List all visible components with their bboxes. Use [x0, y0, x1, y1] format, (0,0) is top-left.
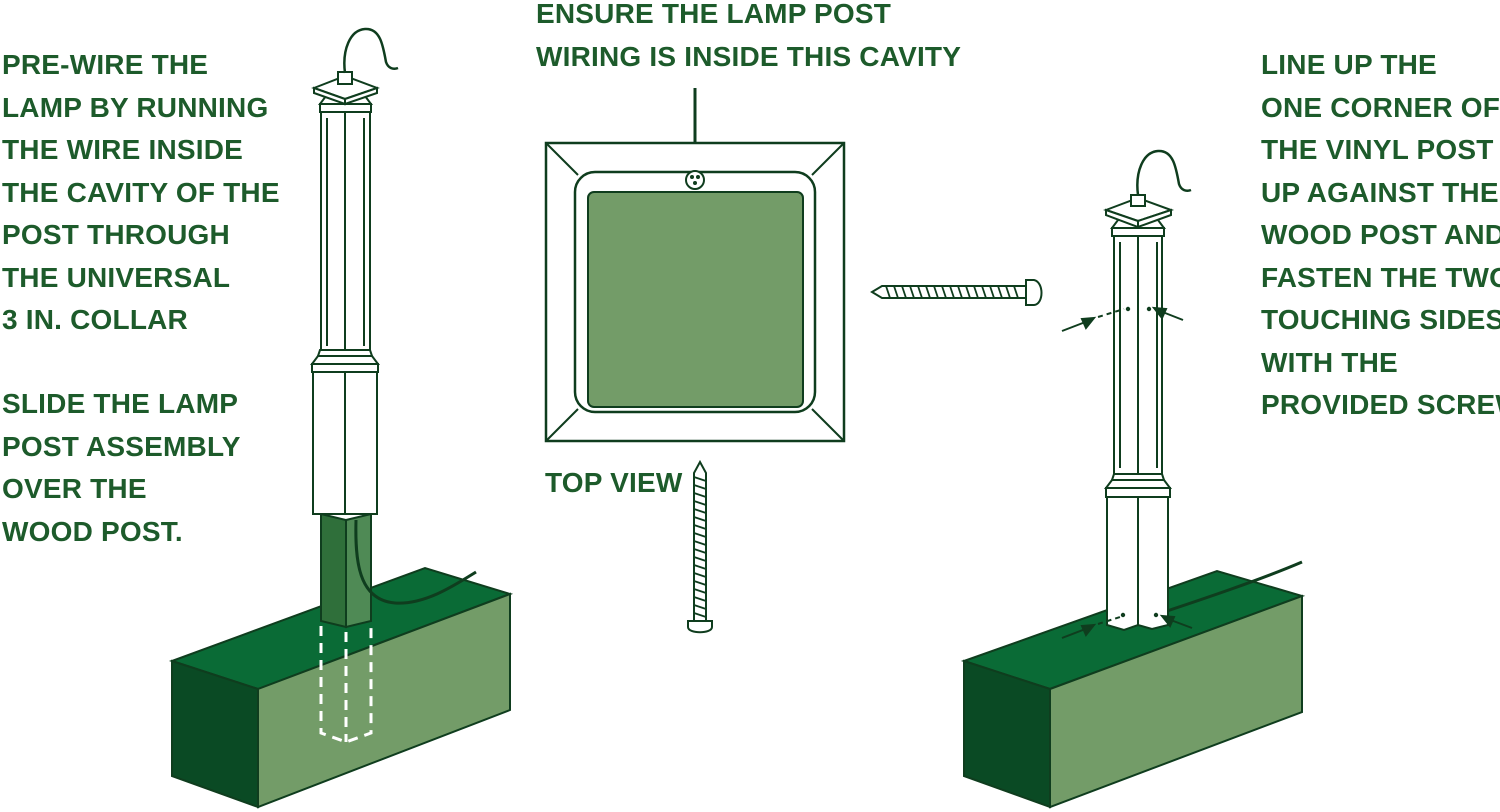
wire-in-cavity [685, 170, 705, 190]
prewire-line: 3 IN. COLLAR [2, 304, 188, 335]
prewire-line: POST THROUGH [2, 219, 230, 250]
screw-vertical [687, 459, 713, 634]
line-up-line: THE VINYL POST [1261, 134, 1494, 165]
slide-line: SLIDE THE LAMP [2, 388, 239, 419]
prewire-line: PRE-WIRE THE [2, 49, 209, 80]
right-block-front-face [1049, 594, 1303, 809]
line-up-line: TOUCHING SIDES [1261, 304, 1500, 335]
right-vinyl-post [1103, 194, 1175, 632]
screw-horizontal [870, 279, 1043, 306]
slide-line: POST ASSEMBLY [2, 430, 241, 462]
line-up-line: WOOD POST AND [1261, 219, 1500, 250]
top-view-text: TOP VIEW [545, 467, 683, 498]
left-buried-post-outline [319, 626, 373, 744]
top-view-label: TOP VIEW [545, 462, 683, 505]
left-vinyl-post [310, 71, 380, 515]
prewire-line: THE WIRE INSIDE [2, 134, 244, 165]
prewire-line: THE UNIVERSAL [2, 261, 231, 293]
right-base-block [960, 569, 1306, 809]
left-lamp-wire [343, 27, 399, 74]
slide-instruction: SLIDE THE LAMP POST ASSEMBLY OVER THE WO… [2, 383, 241, 553]
line-up-line: ONE CORNER OF [1261, 91, 1500, 123]
right-lamp-wire [1136, 149, 1192, 196]
screw-direction-arrows [1061, 306, 1193, 639]
right-power-wire [1163, 560, 1303, 614]
line-up-line: PROVIDED SCREWS. [1261, 389, 1500, 420]
slide-line: OVER THE [2, 473, 147, 504]
cavity-line: ENSURE THE LAMP POST [536, 0, 892, 29]
top-view-diagram [544, 88, 846, 443]
line-up-line: UP AGAINST THE [1261, 176, 1499, 208]
left-power-wire [354, 519, 477, 605]
line-up-instruction: LINE UP THE ONE CORNER OF THE VINYL POST… [1261, 44, 1500, 427]
left-assembly [168, 27, 514, 809]
left-wood-post [320, 512, 372, 629]
left-block-front-face [257, 592, 511, 809]
cavity-line: WIRING IS INSIDE THIS CAVITY [536, 40, 962, 72]
cavity-instruction: ENSURE THE LAMP POST WIRING IS INSIDE TH… [536, 0, 961, 78]
line-up-line: LINE UP THE [1261, 49, 1437, 80]
slide-line: WOOD POST. [2, 515, 183, 547]
right-assembly [960, 149, 1306, 809]
prewire-line: THE CAVITY OF THE [2, 176, 280, 208]
prewire-instruction: PRE-WIRE THE LAMP BY RUNNING THE WIRE IN… [2, 44, 280, 342]
line-up-line: FASTEN THE TWO [1261, 261, 1500, 293]
prewire-line: LAMP BY RUNNING [2, 91, 269, 123]
top-view-cavity [587, 191, 804, 408]
line-up-line: WITH THE [1261, 346, 1398, 378]
